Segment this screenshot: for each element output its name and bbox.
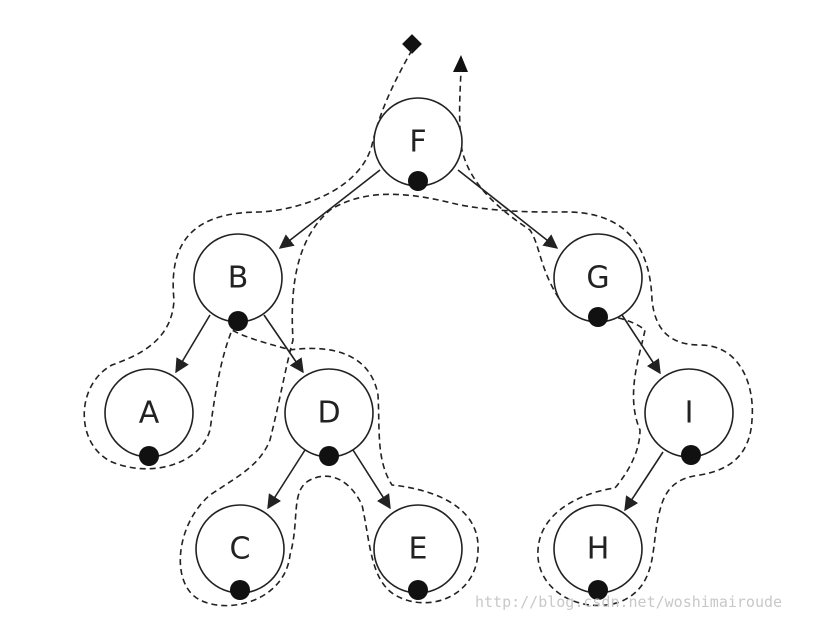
node-g: G (553, 233, 643, 327)
traversal-end-arrow (453, 55, 468, 72)
edge-b-d (263, 314, 304, 374)
edge-g-i (621, 314, 661, 375)
node-a-label: A (139, 396, 160, 431)
node-c: C (195, 504, 285, 600)
tree-edges (175, 169, 664, 512)
traversal-line (83, 49, 754, 607)
edge-d-e (352, 449, 391, 510)
traversal-path (83, 34, 754, 607)
node-a-visit-dot (139, 446, 159, 466)
node-d-label: D (317, 396, 340, 431)
node-f: F (373, 97, 463, 191)
edge-d-c (267, 449, 306, 510)
node-b: B (193, 233, 283, 331)
node-i: I (644, 368, 734, 465)
node-i-visit-dot (681, 445, 701, 465)
watermark-text: http://blog.csdn.net/woshimairoude (475, 593, 782, 611)
edge-f-g (457, 169, 559, 249)
traversal-start-marker (402, 34, 422, 54)
node-h-visit-dot (588, 580, 608, 600)
node-g-visit-dot (588, 307, 608, 327)
node-c-label: C (230, 532, 251, 567)
node-e: E (373, 504, 463, 600)
node-d: D (284, 368, 374, 466)
node-d-visit-dot (319, 446, 339, 466)
node-b-visit-dot (228, 311, 248, 331)
node-h: H (553, 504, 643, 600)
node-f-label: F (409, 125, 426, 160)
node-e-label: E (409, 532, 428, 567)
node-g-label: G (586, 261, 609, 296)
node-f-visit-dot (408, 171, 428, 191)
node-e-visit-dot (408, 580, 428, 600)
node-a: A (104, 368, 194, 466)
node-h-label: H (587, 532, 610, 567)
edge-b-a (175, 314, 211, 374)
node-b-label: B (228, 261, 249, 296)
edge-i-h (624, 451, 664, 512)
edge-f-b (278, 169, 381, 249)
node-c-visit-dot (230, 580, 250, 600)
node-i-label: I (685, 396, 694, 431)
